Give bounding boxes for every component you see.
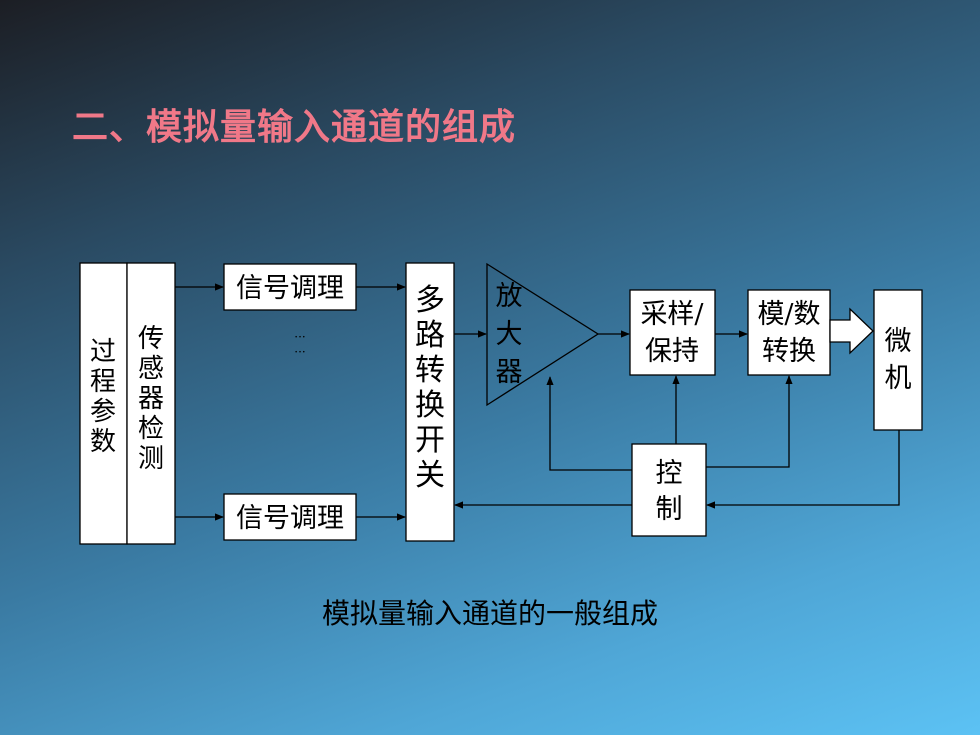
mux-char: 换: [415, 388, 445, 423]
ellipsis-top: ···: [294, 330, 305, 344]
svg-text:模/数: 模/数: [757, 299, 820, 330]
amplifier-triangle: 放 大 器: [486, 262, 600, 407]
micro-char: 机: [885, 363, 912, 394]
signal-conditioning-bottom: 信号调理: [223, 493, 357, 541]
control-box: 控 制: [631, 443, 707, 537]
svg-text:保持: 保持: [645, 336, 699, 367]
sensor-char: 测: [138, 444, 164, 474]
mux-char: 转: [415, 353, 445, 388]
process-param-char: 程: [90, 367, 116, 397]
svg-text:信号调理: 信号调理: [236, 273, 344, 304]
slide-title: 二、模拟量输入通道的组成: [72, 106, 517, 148]
process-param-char: 数: [90, 427, 116, 457]
ellipsis-bottom: ···: [294, 345, 305, 359]
svg-text:信号调理: 信号调理: [236, 503, 344, 534]
process-param-char: 过: [90, 337, 116, 367]
amplifier-char: 放: [496, 281, 523, 312]
micro-to-control-line: [706, 430, 900, 509]
sensor-char: 感: [138, 354, 164, 384]
sensor-box: 传 感 器 检 测: [126, 262, 176, 545]
multiplexer-box: 多 路 转 换 开 关: [405, 262, 455, 542]
micro-char: 微: [885, 326, 912, 357]
amplifier-char: 器: [496, 357, 523, 388]
process-param-char: 参: [90, 397, 116, 427]
mux-char: 关: [415, 458, 445, 493]
mux-char: 多: [415, 283, 445, 318]
mux-char: 路: [415, 318, 445, 353]
signal-conditioning-top: 信号调理: [223, 263, 357, 311]
microcomputer-box: 微 机: [873, 289, 923, 431]
diagram-caption: 模拟量输入通道的一般组成: [321, 597, 658, 630]
control-char: 控: [656, 458, 683, 489]
control-to-amplifier-line: [546, 376, 632, 471]
sensor-char: 检: [138, 414, 164, 444]
process-parameter-box: 过 程 参 数: [79, 262, 128, 545]
sensor-char: 器: [138, 384, 164, 414]
adc-box: 模/数 转换: [747, 289, 831, 376]
svg-text:采样/: 采样/: [640, 299, 704, 330]
control-to-adc-line: [706, 375, 793, 468]
mux-char: 开: [415, 423, 445, 458]
amplifier-char: 大: [496, 319, 523, 350]
sample-hold-box: 采样/ 保持: [629, 289, 716, 376]
svg-text:转换: 转换: [762, 336, 816, 367]
hollow-arrow-adc-to-micro: [829, 307, 874, 355]
sensor-char: 传: [138, 324, 164, 354]
control-char: 制: [656, 494, 683, 525]
